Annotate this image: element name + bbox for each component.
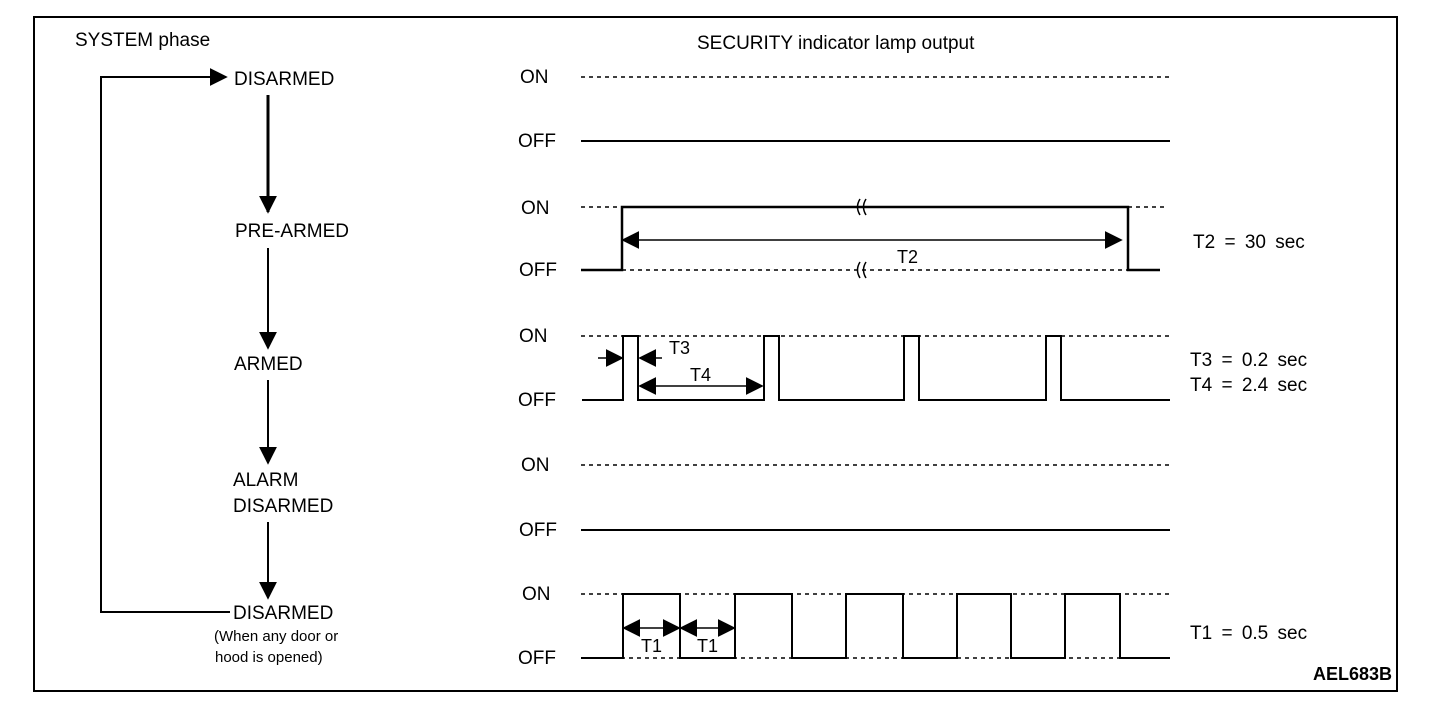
figure-id: AEL683B <box>1313 664 1393 684</box>
t3-label: T3 <box>669 338 691 358</box>
row5-signal <box>581 593 1170 659</box>
t4-value: T4 = 2.4 sec <box>1190 375 1308 396</box>
t1-label-2: T1 <box>697 636 719 656</box>
row2-on-label: ON <box>521 198 550 219</box>
row4-off-label: OFF <box>519 520 557 541</box>
row3-on-label: ON <box>519 326 548 347</box>
phase-alarm-disarmed-line1: ALARM <box>233 470 299 491</box>
row1-off-label: OFF <box>518 131 556 152</box>
row4-on-label: ON <box>521 455 550 476</box>
row2-signal <box>581 205 1160 272</box>
phase-pre-armed: PRE-ARMED <box>235 221 350 242</box>
row5-on-label: ON <box>522 584 551 605</box>
system-phase-header: SYSTEM phase <box>75 30 211 51</box>
t1-value: T1 = 0.5 sec <box>1190 623 1308 644</box>
row2-break-mark-bottom <box>856 261 867 279</box>
phase-armed: ARMED <box>234 354 303 375</box>
t3-value: T3 = 0.2 sec <box>1190 350 1308 371</box>
t2-label: T2 <box>897 247 919 267</box>
t2-value: T2 = 30 sec <box>1193 232 1305 253</box>
lamp-output-header: SECURITY indicator lamp output <box>697 33 975 54</box>
row5-off-label: OFF <box>518 648 556 669</box>
phase-note-line1: (When any door or <box>214 628 339 645</box>
row1-on-label: ON <box>520 67 549 88</box>
return-loop-line <box>100 68 230 613</box>
row2-break-mark-top <box>856 198 867 216</box>
phase-disarmed: DISARMED <box>234 69 335 90</box>
row2-off-label: OFF <box>519 260 557 281</box>
t1-label-1: T1 <box>641 636 663 656</box>
t4-label: T4 <box>690 365 712 385</box>
row3-off-label: OFF <box>518 390 556 411</box>
row3-signal <box>582 335 1170 401</box>
phase-alarm-disarmed-line2: DISARMED <box>233 496 334 517</box>
phase-note-line2: hood is opened) <box>215 649 323 666</box>
diagram-frame <box>33 16 1398 692</box>
phase-disarmed-door-open: DISARMED <box>233 603 334 624</box>
